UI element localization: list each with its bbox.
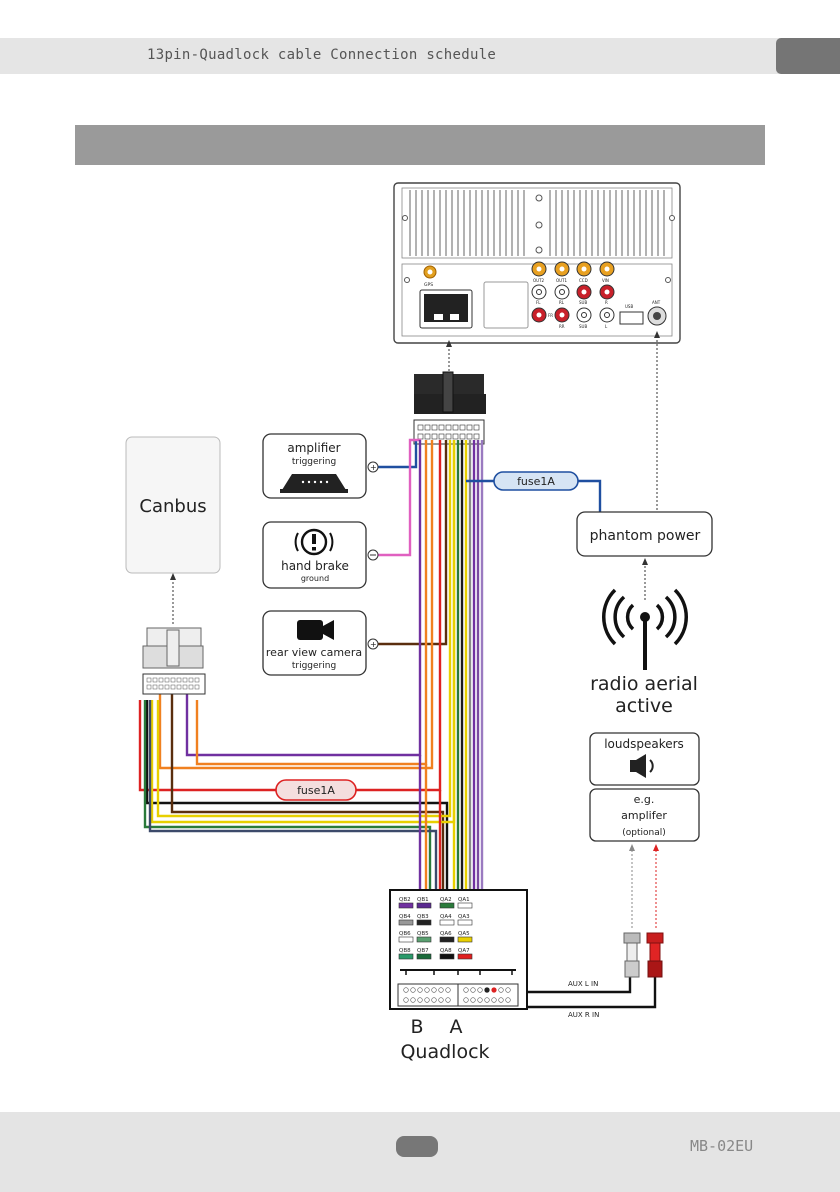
pin-qa3: QA3 bbox=[458, 914, 470, 920]
port-label-vin: VIN bbox=[602, 278, 609, 283]
port-label-fr: FR bbox=[548, 313, 553, 318]
model-label: MB-02EU bbox=[690, 1137, 754, 1155]
port-label-ccd: CCD bbox=[579, 278, 588, 283]
amp-opt-line2: amplifer bbox=[621, 809, 667, 822]
pin-qa8: QA8 bbox=[440, 948, 452, 954]
port-label-gps: GPS bbox=[424, 282, 433, 288]
pin-qa1: QA1 bbox=[458, 897, 470, 903]
amplifier-label: amplifier bbox=[287, 441, 340, 455]
pin-qb6: QB6 bbox=[399, 931, 411, 937]
canbus-label: Canbus bbox=[139, 496, 206, 517]
amp-opt-line3: (optional) bbox=[622, 828, 666, 838]
pin-qa2: QA2 bbox=[440, 897, 452, 903]
phantom-power-label: phantom power bbox=[590, 528, 701, 544]
pin-qa5: QA5 bbox=[458, 931, 470, 937]
handbrake-icon bbox=[294, 528, 334, 556]
loudspeakers-box: loudspeakers bbox=[589, 732, 700, 786]
fuse-top: fuse1A bbox=[493, 471, 579, 491]
rca-plug-red bbox=[646, 932, 664, 978]
main-harness-connector bbox=[413, 371, 486, 445]
plus-icon bbox=[367, 461, 379, 473]
port-label-out1: OUT1 bbox=[556, 278, 568, 283]
svg-text:+: + bbox=[370, 463, 377, 472]
aux-l-label: AUX L IN bbox=[568, 980, 598, 988]
header-bar bbox=[0, 38, 840, 74]
pin-qa7: QA7 bbox=[458, 948, 470, 954]
wire-bundle bbox=[138, 438, 657, 1009]
radio-aerial-line1: radio aerial bbox=[590, 673, 698, 695]
pin-qb2: QB2 bbox=[399, 897, 411, 903]
port-label-usb: USB bbox=[625, 304, 633, 309]
camera-box: rear view camera triggering bbox=[262, 610, 367, 676]
port-label-sub2: SUB bbox=[579, 324, 587, 329]
rca-plug-white bbox=[623, 932, 641, 978]
port-label-rr: RR bbox=[559, 324, 565, 329]
section-band bbox=[75, 125, 765, 165]
handbrake-label: hand brake bbox=[281, 559, 349, 573]
header-tab bbox=[776, 38, 840, 74]
page-number-pill bbox=[396, 1136, 438, 1157]
aux-r-label: AUX R IN bbox=[568, 1011, 599, 1019]
pin-qb3: QB3 bbox=[417, 914, 429, 920]
amplifier-optional-box: e.g. amplifer (optional) bbox=[589, 788, 700, 842]
loudspeakers-label: loudspeakers bbox=[604, 737, 684, 751]
quadlock-label-a: A bbox=[450, 1016, 463, 1038]
port-label-ant: ANT bbox=[652, 300, 661, 305]
amplifier-box: amplifier triggering bbox=[262, 433, 367, 499]
canbus-box: Canbus bbox=[125, 436, 221, 574]
amplifier-sub: triggering bbox=[292, 457, 336, 467]
camera-sub: triggering bbox=[292, 661, 336, 671]
canbus-connector bbox=[142, 627, 206, 695]
handbrake-sub: ground bbox=[301, 574, 329, 583]
pin-qb1: QB1 bbox=[417, 897, 429, 903]
port-label-fl: FL bbox=[536, 300, 541, 305]
port-label-sub: SUB bbox=[579, 300, 587, 305]
pin-qb4: QB4 bbox=[399, 914, 411, 920]
pin-qa6: QA6 bbox=[440, 931, 452, 937]
fuse-left: fuse1A bbox=[275, 779, 357, 801]
fuse-left-label: fuse1A bbox=[297, 784, 335, 797]
rca-ports bbox=[531, 261, 615, 323]
handbrake-box: hand brake ground bbox=[262, 521, 367, 589]
phantom-power-box: phantom power bbox=[576, 511, 713, 557]
quadlock-box: QB2 QB1 QA2 QA1 QB4 QB3 QA4 QA3 QB6 QB5 … bbox=[389, 889, 528, 1010]
speaker-icon bbox=[630, 754, 654, 778]
page-title: 13pin-Quadlock cable Connection schedule bbox=[147, 47, 497, 63]
port-label-rl: RL bbox=[559, 300, 565, 305]
quadlock-label-b: B bbox=[410, 1016, 423, 1038]
pin-qb8: QB8 bbox=[399, 948, 411, 954]
fuse-top-label: fuse1A bbox=[517, 475, 555, 488]
radio-aerial-line2: active bbox=[615, 695, 673, 717]
pin-qa4: QA4 bbox=[440, 914, 452, 920]
quadlock-label: Quadlock bbox=[400, 1041, 489, 1063]
radio-back-panel: GPS OUT2 OUT1 CCD VIN FL RL SUB R bbox=[393, 182, 681, 344]
pin-qb7: QB7 bbox=[417, 948, 429, 954]
amp-opt-line1: e.g. bbox=[634, 793, 655, 806]
port-label-r: R bbox=[605, 300, 608, 305]
pin-qb5: QB5 bbox=[417, 931, 429, 937]
port-label-l: L bbox=[605, 324, 608, 329]
plus-icon bbox=[367, 638, 379, 650]
camera-label: rear view camera bbox=[266, 646, 362, 659]
antenna-icon bbox=[601, 588, 689, 670]
amplifier-icon bbox=[280, 474, 348, 493]
svg-text:+: + bbox=[370, 640, 377, 649]
port-label-out2: OUT2 bbox=[533, 278, 545, 283]
camera-icon bbox=[297, 620, 334, 640]
